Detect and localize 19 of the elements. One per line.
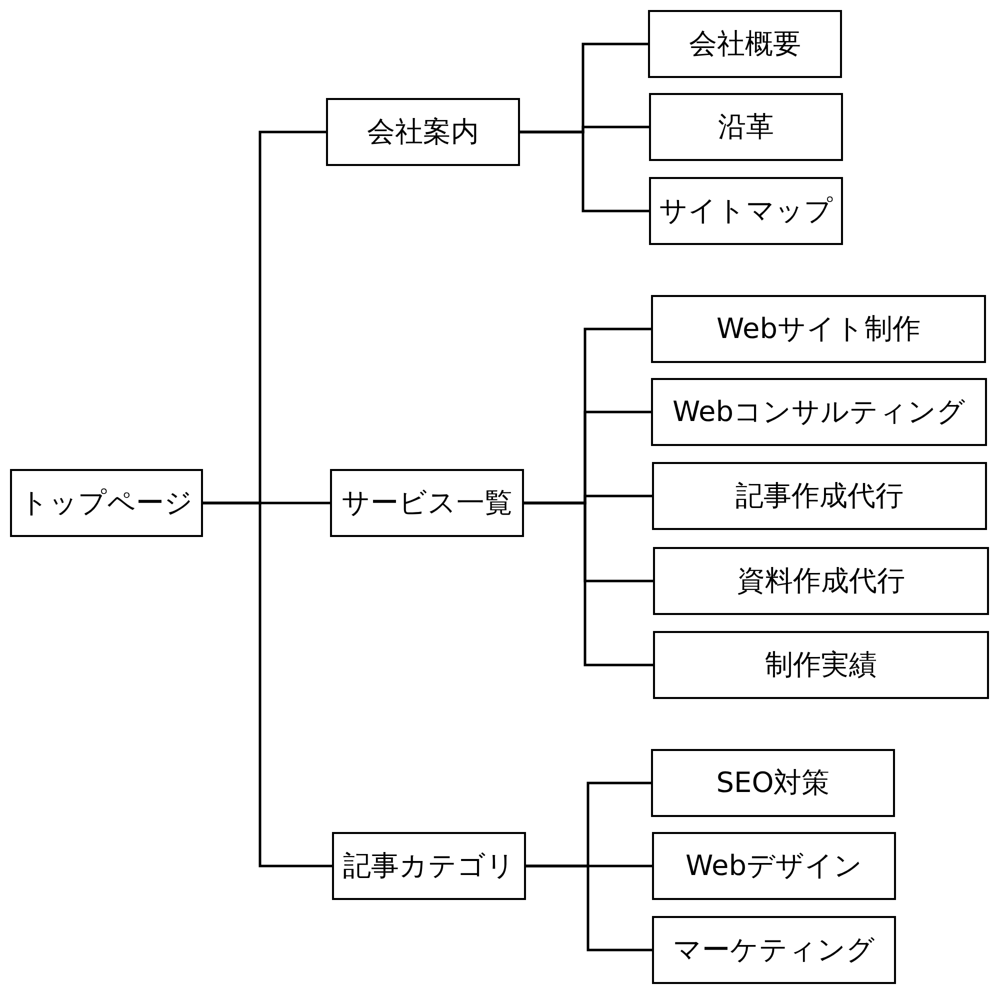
- connector-line: [203, 502, 332, 868]
- page-box: トップページ: [10, 469, 203, 537]
- page-box: Webサイト制作: [651, 295, 986, 363]
- connector-line: [520, 130, 649, 212]
- page-box: Webデザイン: [652, 832, 896, 900]
- page-box: サービス一覧: [330, 469, 524, 537]
- page-box: 制作実績: [653, 631, 989, 699]
- connector-line: [524, 502, 653, 666]
- connector-line: [526, 864, 652, 952]
- page-box: 記事作成代行: [652, 462, 987, 530]
- page-box: 会社案内: [326, 98, 520, 166]
- page-box: 会社概要: [648, 10, 842, 78]
- page-box: 沿革: [649, 93, 843, 161]
- page-box: マーケティング: [652, 916, 896, 984]
- page-box: Webコンサルティング: [651, 378, 987, 446]
- page-box: 記事カテゴリ: [332, 832, 526, 900]
- page-box: SEO対策: [651, 749, 895, 817]
- page-box: 資料作成代行: [653, 547, 989, 615]
- page-box: サイトマップ: [649, 177, 843, 245]
